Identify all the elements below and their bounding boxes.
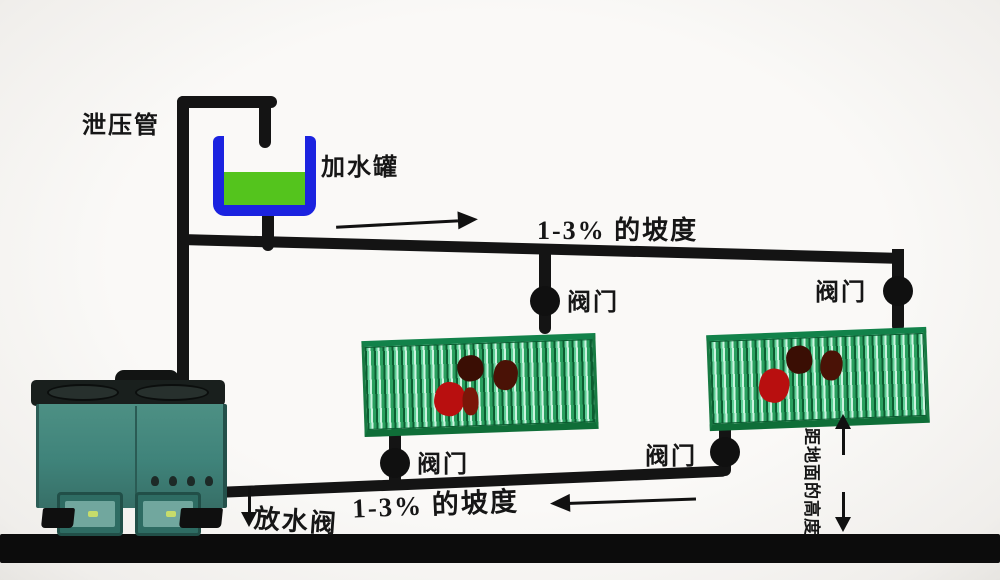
- valve-bottom-right: [710, 437, 740, 467]
- dimension-arrow-down-icon: [834, 492, 852, 534]
- stove-knob: [205, 476, 213, 486]
- label-water-tank: 加水罐: [321, 155, 399, 181]
- stove-door-latch: [166, 511, 176, 517]
- stove-body: [36, 404, 227, 536]
- valve-top-right: [883, 276, 913, 306]
- radiator-brand-mark: [756, 366, 792, 405]
- label-valve-bottom-left: 阀门: [417, 452, 469, 478]
- stove-knob: [151, 476, 159, 486]
- coal-stove: [30, 370, 227, 536]
- arrow-head: [457, 210, 479, 230]
- arrow-head: [241, 512, 257, 527]
- stove-panel-divider: [135, 406, 137, 504]
- tank-inlet-pipe: [259, 96, 271, 148]
- valve-bottom-left: [380, 448, 410, 478]
- radiator-brand-mark: [455, 353, 486, 384]
- arrow-head: [835, 414, 851, 429]
- arrow-shaft: [566, 497, 697, 506]
- label-valve-top-left: 阀门: [567, 290, 619, 316]
- arrow-head: [835, 517, 851, 532]
- radiator-brand-mark: [462, 387, 480, 416]
- label-slope-top: 1-3% 的坡度: [537, 216, 699, 245]
- floor-line: [0, 534, 1000, 563]
- stove-top-plate: [31, 380, 225, 406]
- label-relief-pipe: 泄压管: [82, 113, 160, 139]
- tank-water-level: [224, 172, 305, 205]
- label-drain-valve: 放水阀: [252, 504, 339, 539]
- stove-knob: [169, 476, 177, 486]
- flow-arrow-left-icon: [549, 489, 699, 513]
- dimension-arrow-up-icon: [834, 414, 852, 456]
- stove-burner: [47, 384, 119, 401]
- arrow-shaft: [842, 492, 845, 519]
- label-valve-bottom-right: 阀门: [645, 444, 697, 470]
- radiator-left: [361, 332, 599, 438]
- label-slope-bottom: 1-3% 的坡度: [351, 486, 520, 524]
- stove-foot: [40, 508, 76, 528]
- relief-top-pipe: [177, 96, 277, 108]
- stove-door-latch: [88, 511, 98, 517]
- radiator-brand-mark: [491, 358, 520, 392]
- radiator-brand-mark: [784, 343, 815, 376]
- stove-foot: [178, 508, 224, 528]
- arrow-shaft: [248, 486, 251, 514]
- label-valve-top-right: 阀门: [815, 280, 867, 306]
- stove-burner: [135, 384, 209, 401]
- flow-arrow-right-icon: [336, 210, 479, 235]
- drain-arrow-down-icon: [240, 486, 258, 528]
- stove-knob: [187, 476, 195, 486]
- water-tank: [213, 136, 316, 216]
- valve-top-left: [530, 286, 560, 316]
- label-height-from-floor: 距地面的高度: [802, 428, 821, 536]
- radiator-brand-mark: [819, 349, 844, 382]
- arrow-shaft: [336, 219, 459, 229]
- arrow-shaft: [842, 427, 845, 455]
- radiator-right: [706, 326, 930, 432]
